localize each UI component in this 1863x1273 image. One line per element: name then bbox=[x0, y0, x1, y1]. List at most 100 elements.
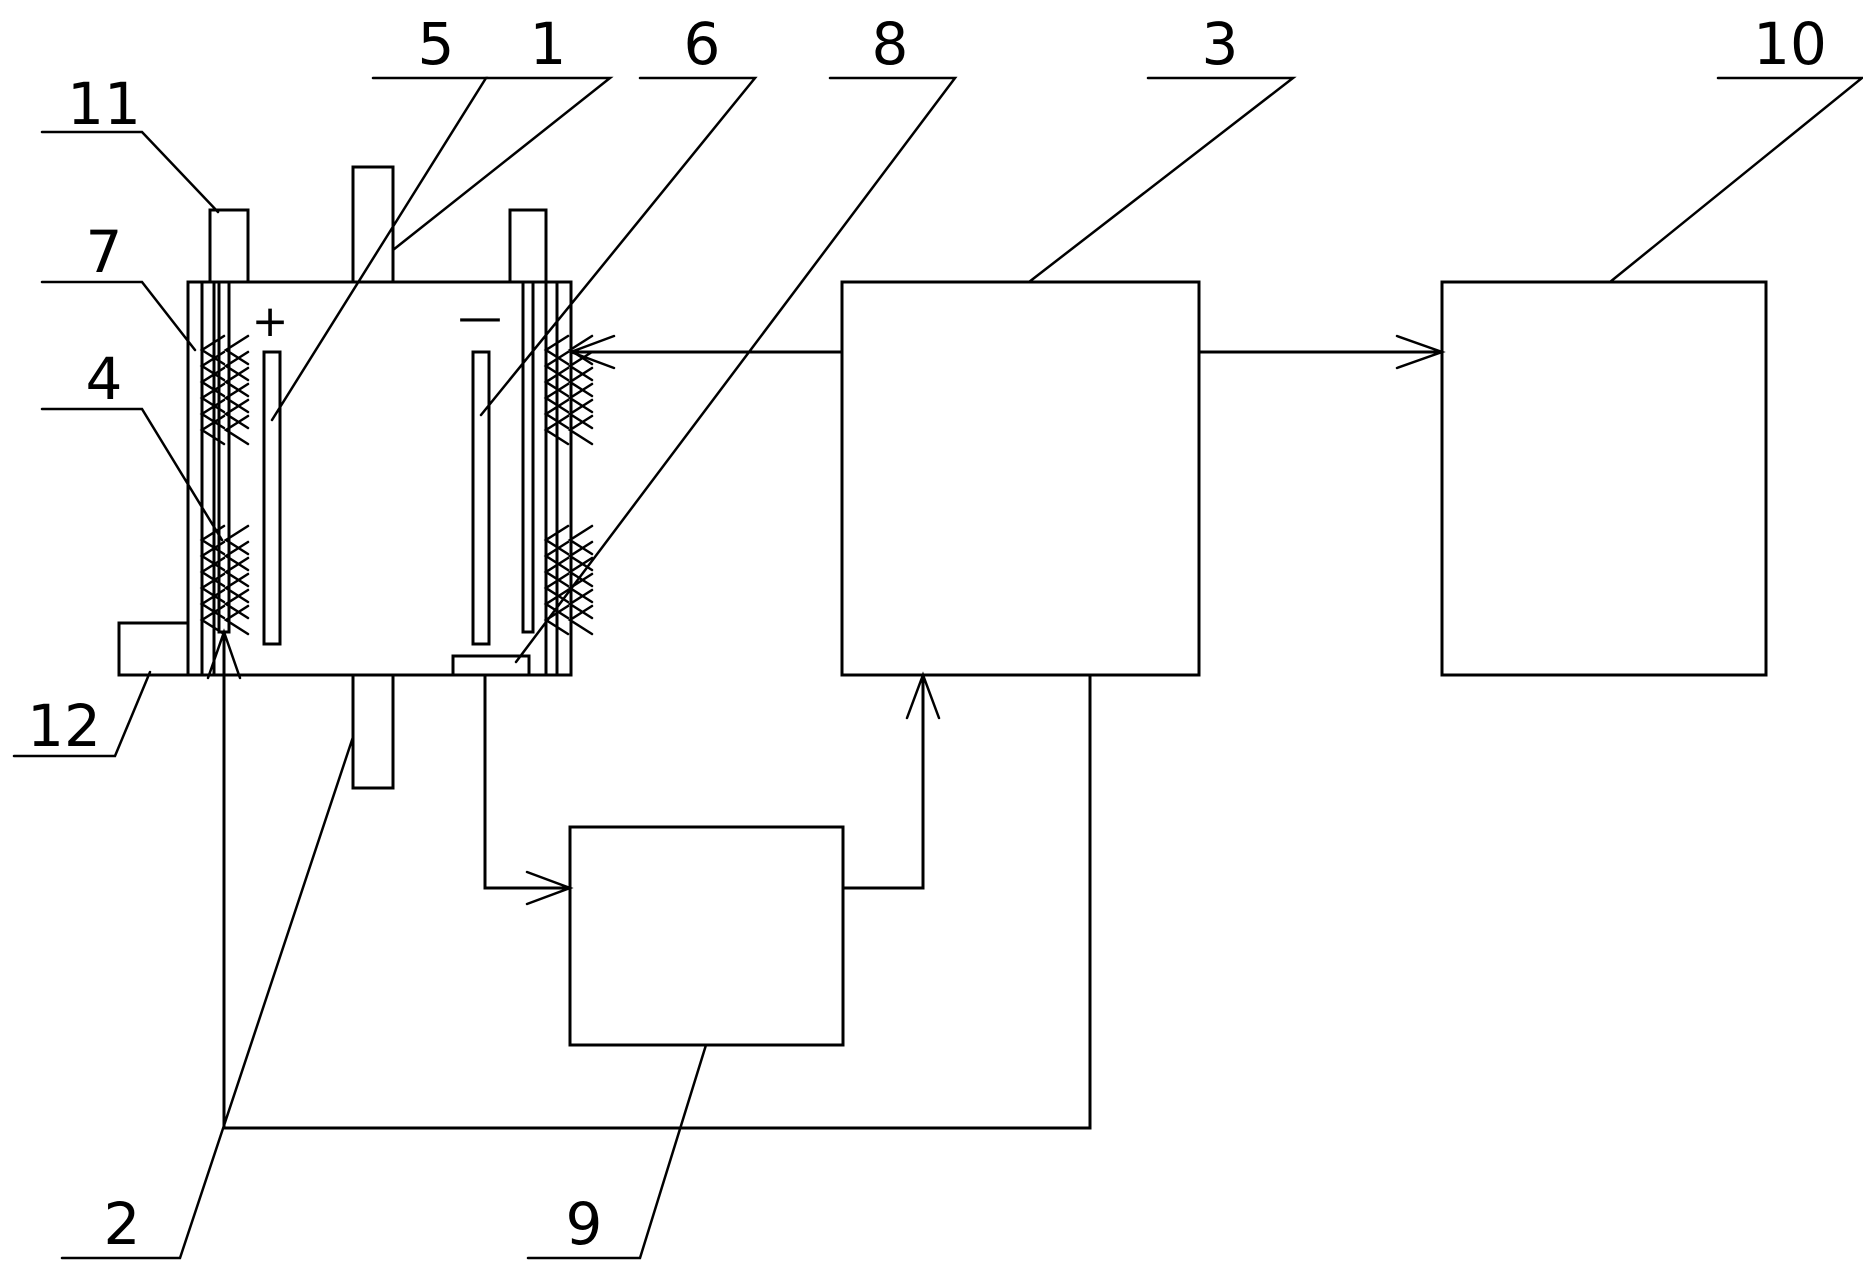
fin-chevron bbox=[567, 524, 594, 556]
cathode-electrode bbox=[471, 350, 491, 646]
fin-chevron bbox=[199, 604, 226, 636]
side-drain-port bbox=[117, 621, 190, 677]
detector-box-9 bbox=[568, 825, 845, 1047]
fin-chevron bbox=[567, 366, 594, 398]
part-number-labels: 11 7 4 12 5 1 6 8 3 10 2 9 bbox=[27, 10, 1827, 1258]
sensor-plate bbox=[451, 654, 531, 677]
fin-chevron bbox=[199, 398, 226, 430]
label-4: 4 bbox=[86, 345, 123, 413]
fin-chevron bbox=[199, 366, 226, 398]
fin-chevron bbox=[543, 604, 570, 636]
fin-chevron bbox=[223, 572, 250, 604]
arrowhead-into-controller bbox=[905, 671, 941, 720]
fin-chevron bbox=[223, 382, 250, 414]
top-inlet-pipe bbox=[351, 165, 395, 284]
leader-5 bbox=[270, 76, 489, 422]
positive-sign: + bbox=[252, 296, 289, 347]
fin-chevron bbox=[543, 572, 570, 604]
fin-chevron bbox=[567, 382, 594, 414]
electrodes bbox=[217, 280, 535, 646]
label-5: 5 bbox=[418, 10, 455, 78]
fin-chevron bbox=[223, 556, 250, 588]
leader-10 bbox=[1608, 76, 1863, 284]
fin-chevron bbox=[543, 414, 570, 446]
leader-1 bbox=[391, 76, 614, 252]
label-1: 1 bbox=[530, 10, 567, 78]
fin-chevron bbox=[543, 382, 570, 414]
arrowhead-into-detector bbox=[525, 870, 574, 906]
fin-chevron bbox=[199, 540, 226, 572]
fin-chevron bbox=[223, 524, 250, 556]
fin-chevron bbox=[543, 524, 570, 556]
fin-chevron bbox=[223, 540, 250, 572]
line-sensor-to-detector bbox=[483, 673, 572, 890]
negative-sign: — bbox=[458, 292, 502, 343]
fin-chevron bbox=[567, 604, 594, 636]
leader-2 bbox=[60, 735, 355, 1260]
label-9: 9 bbox=[566, 1190, 603, 1258]
label-6: 6 bbox=[684, 10, 721, 78]
label-7: 7 bbox=[86, 218, 123, 286]
output-box-10 bbox=[1440, 280, 1768, 677]
fin-chevron bbox=[567, 334, 594, 366]
anode-electrode bbox=[262, 350, 282, 646]
fin-chevron bbox=[199, 588, 226, 620]
fin-chevron bbox=[199, 556, 226, 588]
arrowhead-into-output bbox=[1395, 334, 1446, 370]
fin-chevron bbox=[567, 556, 594, 588]
label-3: 3 bbox=[1202, 10, 1239, 78]
fin-chevron bbox=[223, 414, 250, 446]
fin-chevron bbox=[543, 334, 570, 366]
fin-chevron bbox=[543, 540, 570, 572]
leader-11 bbox=[40, 130, 220, 214]
fin-chevron bbox=[199, 350, 226, 382]
leader-4 bbox=[40, 407, 224, 542]
fin-chevron bbox=[567, 398, 594, 430]
fin-chevron bbox=[223, 350, 250, 382]
line-controller-feedback-loop bbox=[222, 630, 1092, 1130]
fin-chevron bbox=[223, 588, 250, 620]
fin-chevron bbox=[543, 350, 570, 382]
fin-chevron bbox=[543, 398, 570, 430]
fin-chevron bbox=[199, 382, 226, 414]
leader-3 bbox=[1027, 76, 1297, 284]
electrolytic-tank bbox=[117, 165, 573, 790]
leader-9 bbox=[526, 1043, 708, 1260]
fin-chevron bbox=[223, 398, 250, 430]
fin-chevron bbox=[567, 414, 594, 446]
fin-chevron bbox=[199, 572, 226, 604]
gas-outlet-pipe-left bbox=[208, 208, 250, 284]
arrowhead-into-tank bbox=[567, 334, 616, 370]
fin-chevron bbox=[543, 366, 570, 398]
label-12: 12 bbox=[27, 692, 101, 760]
fin-chevron bbox=[567, 540, 594, 572]
fin-chevron bbox=[543, 588, 570, 620]
controller-box-3 bbox=[840, 280, 1201, 677]
heat-exchange-fins bbox=[199, 334, 594, 636]
fin-chevron bbox=[199, 414, 226, 446]
label-11: 11 bbox=[67, 70, 141, 138]
fin-chevron bbox=[567, 588, 594, 620]
fin-chevron bbox=[223, 366, 250, 398]
fin-chevron bbox=[223, 604, 250, 636]
leader-12 bbox=[12, 670, 152, 758]
heating-rod-right bbox=[521, 280, 535, 634]
arrowhead-into-heating-rod bbox=[206, 628, 242, 680]
leader-7 bbox=[40, 280, 197, 352]
fin-chevron bbox=[199, 334, 226, 366]
heating-rod-left bbox=[217, 280, 231, 634]
fin-chevron bbox=[543, 556, 570, 588]
label-8: 8 bbox=[872, 10, 909, 78]
leader-6 bbox=[479, 76, 758, 417]
fin-chevron bbox=[223, 334, 250, 366]
gas-outlet-pipe-right bbox=[508, 208, 548, 284]
line-detector-to-controller bbox=[841, 673, 925, 890]
leader-lines bbox=[12, 76, 1863, 1260]
bottom-outlet-pipe bbox=[351, 673, 395, 790]
connection-lines bbox=[206, 334, 1446, 1130]
leader-8 bbox=[514, 76, 958, 664]
fin-chevron bbox=[567, 572, 594, 604]
label-2: 2 bbox=[104, 1190, 141, 1258]
label-10: 10 bbox=[1753, 10, 1827, 78]
